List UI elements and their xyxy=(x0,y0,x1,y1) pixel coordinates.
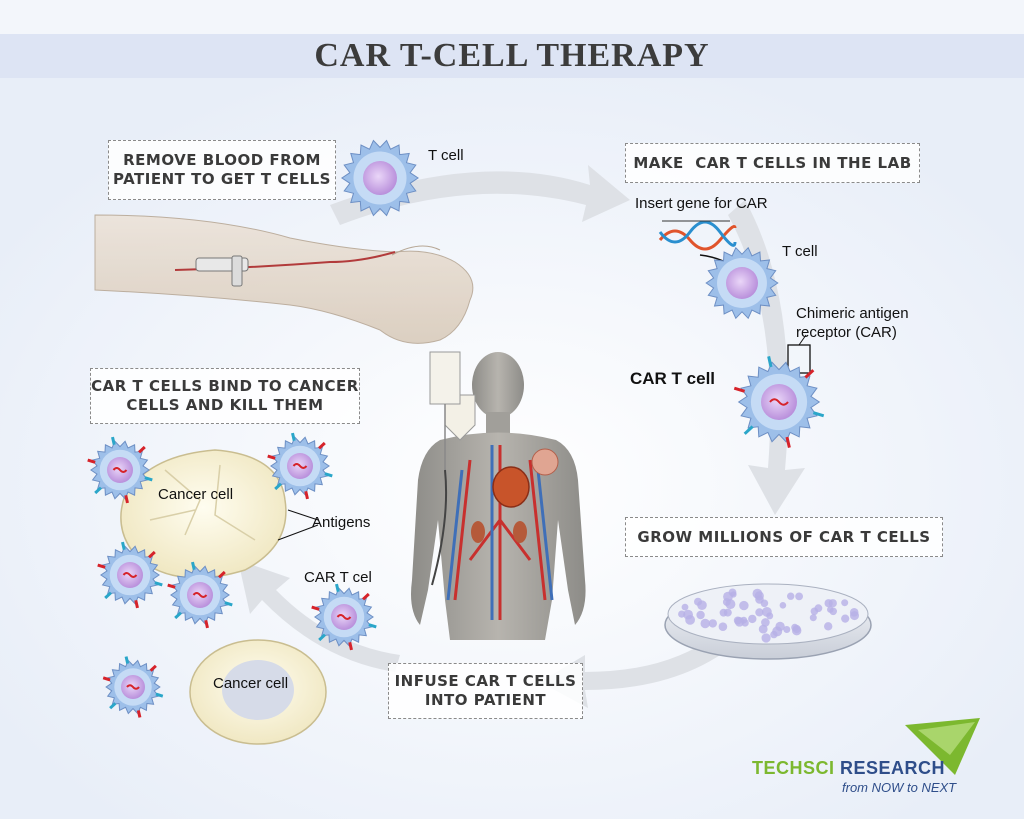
petri-dish xyxy=(665,584,871,659)
label-t-cell-2: T cell xyxy=(782,243,818,260)
step-grow-text: GROW MILLIONS OF CAR T CELLS xyxy=(626,528,942,546)
step-infuse-line2: INTO PATIENT xyxy=(389,691,582,710)
dish-cell xyxy=(724,609,732,617)
label-insert-gene: Insert gene for CAR xyxy=(635,195,768,212)
dish-cell xyxy=(719,622,728,631)
dish-cell xyxy=(795,593,803,601)
dish-cell xyxy=(850,611,859,620)
label-t-cell-1: T cell xyxy=(428,147,464,164)
step-bind-kill: CAR T CELLS BIND TO CANCER CELLS AND KIL… xyxy=(90,368,360,424)
dish-cell xyxy=(761,618,770,627)
dish-cell xyxy=(701,619,710,628)
logo-name-b: RESEARCH xyxy=(835,758,946,778)
label-car-t-cel: CAR T cel xyxy=(304,569,372,586)
label-chimeric-2: receptor (CAR) xyxy=(796,324,897,341)
label-chimeric-1: Chimeric antigen xyxy=(796,305,909,322)
label-antigens: Antigens xyxy=(312,514,370,531)
dish-cell xyxy=(824,622,832,630)
step-remove-line1: REMOVE BLOOD FROM xyxy=(109,151,335,170)
dish-cell xyxy=(815,604,823,612)
dish-cell xyxy=(685,615,695,625)
cancer-cell-small xyxy=(190,640,326,744)
dish-cell xyxy=(739,601,748,610)
dish-cell xyxy=(696,611,704,619)
label-cancer-cell-1: Cancer cell xyxy=(158,486,233,503)
dish-cell xyxy=(678,611,685,618)
dish-cell xyxy=(825,599,833,607)
step-grow: GROW MILLIONS OF CAR T CELLS xyxy=(625,517,943,557)
page-title: CAR T-CELL THERAPY xyxy=(0,34,1024,78)
logo-name-a: TECHSCI xyxy=(752,758,835,778)
step-infuse-line1: INFUSE CAR T CELLS xyxy=(389,672,582,691)
logo-tagline: from NOW to NEXT xyxy=(842,780,956,795)
step-bind-line1: CAR T CELLS BIND TO CANCER xyxy=(91,377,359,396)
dish-cell xyxy=(762,633,771,642)
dish-cell xyxy=(780,602,787,609)
dish-cell xyxy=(682,604,689,611)
label-car-t-cell: CAR T cell xyxy=(630,369,715,389)
dish-cell xyxy=(734,617,742,625)
step-make-text: MAKE CAR T CELLS IN THE LAB xyxy=(626,154,919,172)
dish-cell xyxy=(723,592,733,602)
step-bind-line2: CELLS AND KILL THEM xyxy=(91,396,359,415)
dish-cell xyxy=(694,598,702,606)
dish-cell xyxy=(762,607,772,617)
dish-cell xyxy=(810,614,817,621)
dish-cell xyxy=(770,631,777,638)
step-infuse: INFUSE CAR T CELLS INTO PATIENT xyxy=(388,663,583,719)
dish-cell xyxy=(753,589,763,599)
step-remove-line2: PATIENT TO GET T CELLS xyxy=(109,170,335,189)
dish-cell xyxy=(748,615,756,623)
step-make-car-t: MAKE CAR T CELLS IN THE LAB xyxy=(625,143,920,183)
dish-cell xyxy=(783,626,790,633)
dish-cell xyxy=(791,624,798,631)
dish-cell xyxy=(841,615,849,623)
logo-wordmark: TECHSCI RESEARCH xyxy=(752,758,945,779)
dish-cell xyxy=(787,593,794,600)
step-remove-blood: REMOVE BLOOD FROM PATIENT TO GET T CELLS xyxy=(108,140,336,200)
dish-cell xyxy=(827,606,834,613)
label-cancer-cell-2: Cancer cell xyxy=(213,675,288,692)
dish-cell xyxy=(841,599,848,606)
